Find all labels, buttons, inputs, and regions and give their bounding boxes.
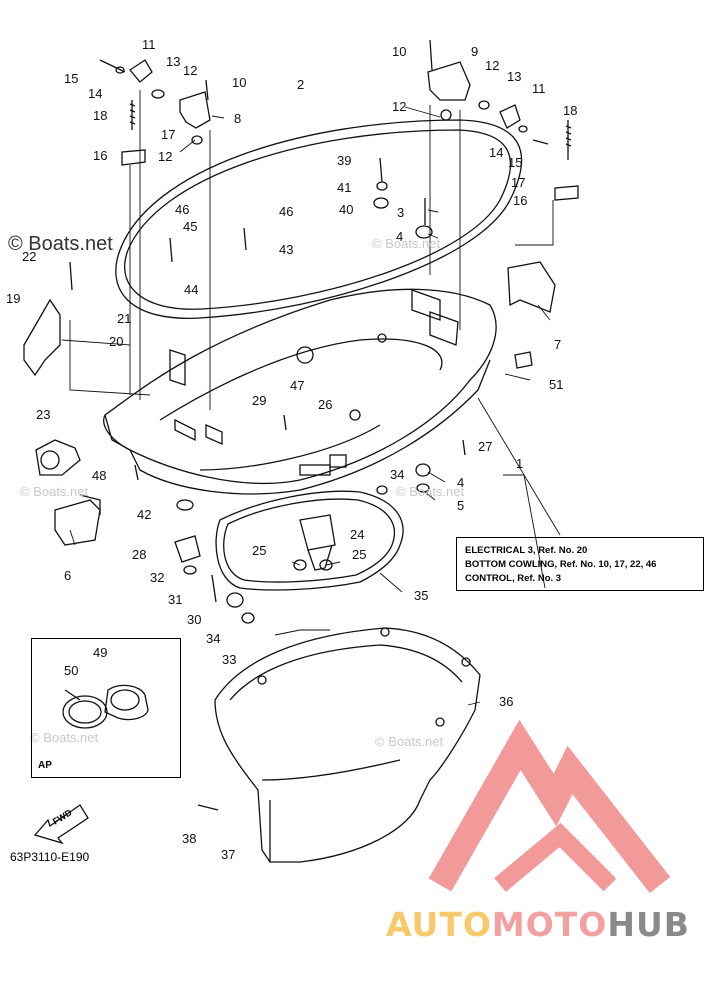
callout-48: 48 bbox=[92, 468, 107, 483]
callout-10-left: 10 bbox=[232, 75, 247, 90]
bottom-cowling bbox=[103, 288, 497, 495]
watermark-faint-3: © Boats.net bbox=[396, 484, 465, 499]
callout-39: 39 bbox=[337, 153, 352, 168]
watermark-faint-1: © Boats.net bbox=[372, 236, 441, 251]
callout-44: 44 bbox=[184, 282, 199, 297]
callout-12-right: 12 bbox=[485, 58, 500, 73]
watermark-main: © Boats.net bbox=[8, 233, 113, 255]
reference-line-1: ELECTRICAL 3, Ref. No. 20 bbox=[465, 545, 588, 556]
brand-part-auto: AUTO bbox=[386, 905, 492, 944]
callout-11-right: 11 bbox=[532, 81, 546, 96]
inset-box bbox=[31, 638, 181, 778]
callout-46-right: 46 bbox=[279, 204, 294, 219]
callout-2: 2 bbox=[297, 77, 305, 92]
reference-line-3: CONTROL, Ref. No. 3 bbox=[465, 573, 562, 584]
callout-16-left: 16 bbox=[93, 148, 108, 163]
bolts bbox=[69, 39, 549, 811]
callout-1: 1 bbox=[516, 456, 524, 471]
callout-15-right: 15 bbox=[508, 155, 523, 170]
callout-33: 33 bbox=[222, 652, 237, 667]
callout-37: 37 bbox=[221, 847, 236, 862]
callout-32: 32 bbox=[150, 570, 165, 585]
callout-47: 47 bbox=[290, 378, 305, 393]
round-parts bbox=[115, 66, 528, 624]
reference-box: ELECTRICAL 3, Ref. No. 20 BOTTOM COWLING… bbox=[456, 537, 704, 591]
callout-34-top: 34 bbox=[390, 467, 405, 482]
callout-34-bottom: 34 bbox=[206, 631, 221, 646]
callout-5: 5 bbox=[457, 498, 465, 513]
callout-13-left: 13 bbox=[166, 54, 181, 69]
callout-3: 3 bbox=[397, 205, 405, 220]
callout-21: 21 bbox=[117, 311, 132, 326]
callout-26: 26 bbox=[318, 397, 333, 412]
reference-line-2: BOTTOM COWLING, Ref. No. 10, 17, 22, 46 bbox=[465, 559, 657, 570]
side-parts bbox=[23, 261, 556, 571]
callout-36: 36 bbox=[499, 694, 514, 709]
callout-6: 6 bbox=[64, 568, 72, 583]
callout-18-left: 18 bbox=[93, 108, 108, 123]
callout-4-bottom: 4 bbox=[457, 475, 465, 490]
callout-14-right: 14 bbox=[489, 145, 504, 160]
callout-46-left: 46 bbox=[175, 202, 190, 217]
callout-40: 40 bbox=[339, 202, 354, 217]
callout-50: 50 bbox=[64, 663, 79, 678]
callout-41: 41 bbox=[337, 180, 352, 195]
callout-12-right-b: 12 bbox=[392, 99, 407, 114]
hinge-brackets bbox=[121, 59, 579, 201]
callout-10-right: 10 bbox=[392, 44, 407, 59]
inset-label: AP bbox=[38, 760, 52, 771]
callout-43: 43 bbox=[279, 242, 294, 257]
inset-parts bbox=[62, 684, 149, 729]
lower-cowling bbox=[214, 627, 481, 863]
callout-18-right: 18 bbox=[563, 103, 578, 118]
callout-38: 38 bbox=[182, 831, 197, 846]
callout-16-right: 16 bbox=[513, 193, 528, 208]
watermark-faint-5: © Boats.net bbox=[375, 734, 444, 749]
springs bbox=[129, 100, 572, 160]
callout-14-left: 14 bbox=[88, 86, 103, 101]
leader-lines bbox=[61, 90, 561, 706]
callout-17-right: 17 bbox=[511, 175, 526, 190]
brand-logo-mark bbox=[428, 719, 671, 894]
callout-28: 28 bbox=[132, 547, 147, 562]
fwd-arrow bbox=[33, 804, 89, 845]
callout-7: 7 bbox=[554, 337, 562, 352]
callout-11-left: 11 bbox=[142, 37, 156, 52]
callout-45: 45 bbox=[183, 219, 198, 234]
callout-27: 27 bbox=[478, 439, 493, 454]
watermark-faint-2: © Boats.net bbox=[20, 484, 89, 499]
callout-17-left: 17 bbox=[161, 127, 176, 142]
callout-30: 30 bbox=[187, 612, 202, 627]
callout-25-right: 25 bbox=[352, 547, 367, 562]
callout-15-left: 15 bbox=[64, 71, 79, 86]
callout-23: 23 bbox=[36, 407, 51, 422]
brand-wordmark: AUTOMOTOHUB bbox=[386, 905, 690, 944]
callout-22: 22 bbox=[22, 249, 37, 264]
callout-12-left: 12 bbox=[183, 63, 198, 78]
callout-20: 20 bbox=[109, 334, 124, 349]
gasket bbox=[215, 490, 404, 591]
callout-51: 51 bbox=[549, 377, 564, 392]
callout-49: 49 bbox=[93, 645, 108, 660]
top-cowling-seal bbox=[115, 119, 523, 319]
callout-24: 24 bbox=[350, 527, 365, 542]
callout-25-left: 25 bbox=[252, 543, 267, 558]
callout-31: 31 bbox=[168, 592, 183, 607]
watermark-faint-4: © Boats.net bbox=[30, 730, 99, 745]
callout-29: 29 bbox=[252, 393, 267, 408]
callout-35: 35 bbox=[414, 588, 429, 603]
callout-13-right: 13 bbox=[507, 69, 522, 84]
brand-part-hub: HUB bbox=[607, 905, 690, 944]
brand-part-moto: MOTO bbox=[491, 905, 608, 944]
callout-4-top: 4 bbox=[396, 229, 404, 244]
callout-12-left-b: 12 bbox=[158, 149, 173, 164]
diagram-code: 63P3110-E190 bbox=[10, 850, 90, 864]
callout-8: 8 bbox=[234, 111, 242, 126]
callout-9: 9 bbox=[471, 44, 479, 59]
callout-19: 19 bbox=[6, 291, 21, 306]
callout-42: 42 bbox=[137, 507, 152, 522]
